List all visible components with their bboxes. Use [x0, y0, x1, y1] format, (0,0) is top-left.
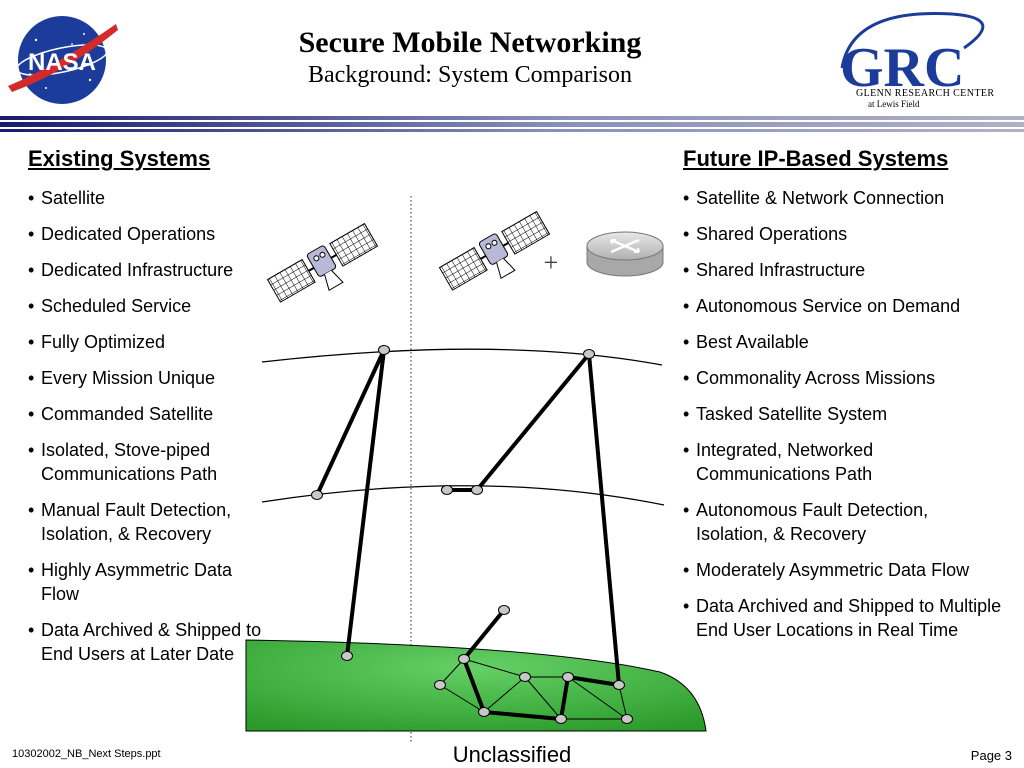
- list-item: •Data Archived and Shipped to Multiple E…: [683, 596, 1002, 640]
- ground-network-mesh: [439, 658, 628, 720]
- list-item-text: Moderately Asymmetric Data Flow: [696, 560, 970, 580]
- router-icon: [586, 231, 664, 277]
- footer-page-number: Page 3: [970, 748, 1012, 763]
- list-item: •Best Available: [683, 332, 809, 352]
- grc-logo-arc: [840, 11, 985, 69]
- future-systems-list: •Satellite & Network Connection •Shared …: [683, 186, 1003, 654]
- list-item: •Isolated, Stove-piped Communications Pa…: [28, 440, 218, 484]
- list-item: •Satellite: [28, 188, 106, 208]
- list-item: •Data Archived & Shipped to End Users at…: [28, 620, 262, 664]
- nasa-logo: NASA: [8, 16, 118, 104]
- list-item: •Manual Fault Detection, Isolation, & Re…: [28, 500, 232, 544]
- title-block: Secure Mobile Networking Background: Sys…: [200, 26, 740, 90]
- list-item-text: Shared Infrastructure: [696, 260, 866, 280]
- list-item: •Fully Optimized: [28, 332, 166, 352]
- list-item: •Commonality Across Missions: [683, 368, 936, 388]
- list-item: •Autonomous Service on Demand: [683, 296, 961, 316]
- list-item-text: Satellite & Network Connection: [696, 188, 945, 208]
- orbit-arc-upper: [261, 348, 663, 366]
- list-item-text: Dedicated Operations: [41, 224, 216, 244]
- footer-file-name: 10302002_NB_Next Steps.ppt: [12, 748, 161, 760]
- list-item: •Autonomous Fault Detection, Isolation, …: [683, 500, 929, 544]
- grc-logo-text: GRC: [840, 37, 964, 99]
- list-item-text: Shared Operations: [696, 224, 848, 244]
- list-item-text: Data Archived & Shipped to End Users at …: [41, 620, 262, 664]
- list-item-text: Scheduled Service: [41, 296, 192, 316]
- list-item-text: Manual Fault Detection, Isolation, & Rec…: [41, 500, 232, 544]
- list-item-text: Best Available: [696, 332, 809, 352]
- orbit-arc-lower: [261, 485, 665, 506]
- list-item: •Commanded Satellite: [28, 404, 214, 424]
- list-item-text: Commanded Satellite: [41, 404, 214, 424]
- list-item-text: Tasked Satellite System: [696, 404, 888, 424]
- list-item: •Integrated, Networked Communications Pa…: [683, 440, 874, 484]
- list-item-text: Autonomous Fault Detection, Isolation, &…: [696, 500, 929, 544]
- header-divider-bars: [0, 116, 1024, 132]
- list-item: •Every Mission Unique: [28, 368, 216, 388]
- future-systems-heading: Future IP-Based Systems: [683, 146, 949, 171]
- footer-classification: Unclassified: [452, 742, 572, 767]
- list-item-text: Dedicated Infrastructure: [41, 260, 234, 280]
- page-title: Secure Mobile Networking: [298, 26, 642, 59]
- nasa-logo-text: NASA: [28, 49, 96, 76]
- list-item-text: Data Archived and Shipped to Multiple En…: [696, 596, 1002, 640]
- existing-systems-list: •Satellite •Dedicated Operations •Dedica…: [28, 186, 268, 678]
- satellite-icon-existing: [266, 222, 379, 303]
- list-item: •Scheduled Service: [28, 296, 192, 316]
- list-item: •Shared Infrastructure: [683, 260, 866, 280]
- list-item: •Highly Asymmetric Data Flow: [28, 560, 233, 604]
- existing-systems-heading: Existing Systems: [28, 146, 211, 171]
- list-item-text: Highly Asymmetric Data Flow: [41, 560, 233, 604]
- list-item-text: Commonality Across Missions: [696, 368, 936, 388]
- grc-caption-line2: at Lewis Field: [868, 99, 920, 109]
- existing-communications-path: [315, 349, 386, 657]
- list-item: •Moderately Asymmetric Data Flow: [683, 560, 970, 580]
- list-item: •Shared Operations: [683, 224, 848, 244]
- list-item-text: Isolated, Stove-piped Communications Pat…: [41, 440, 218, 484]
- grc-logo: GRC: [840, 11, 985, 99]
- future-communications-path: [447, 352, 621, 686]
- list-item-text: Satellite: [41, 188, 106, 208]
- grc-caption-line1: GLENN RESEARCH CENTER: [856, 88, 995, 99]
- earth-surface: [245, 639, 707, 732]
- list-item-text: Every Mission Unique: [41, 368, 216, 388]
- plus-sign: +: [544, 248, 559, 277]
- list-item-text: Integrated, Networked Communications Pat…: [696, 440, 874, 484]
- nasa-logo-swoosh: [8, 24, 118, 92]
- ground-network-primary-links: [462, 658, 620, 721]
- network-nodes: [311, 345, 633, 724]
- grc-caption: GLENN RESEARCH CENTER at Lewis Field: [856, 88, 994, 109]
- list-item: •Tasked Satellite System: [683, 404, 888, 424]
- list-item: •Dedicated Infrastructure: [28, 260, 234, 280]
- list-item-text: Fully Optimized: [41, 332, 166, 352]
- list-item: •Satellite & Network Connection: [683, 188, 945, 208]
- list-item: •Dedicated Operations: [28, 224, 216, 244]
- list-item-text: Autonomous Service on Demand: [696, 296, 961, 316]
- page-subtitle: Background: System Comparison: [308, 62, 632, 88]
- satellite-icon-future: [438, 210, 551, 291]
